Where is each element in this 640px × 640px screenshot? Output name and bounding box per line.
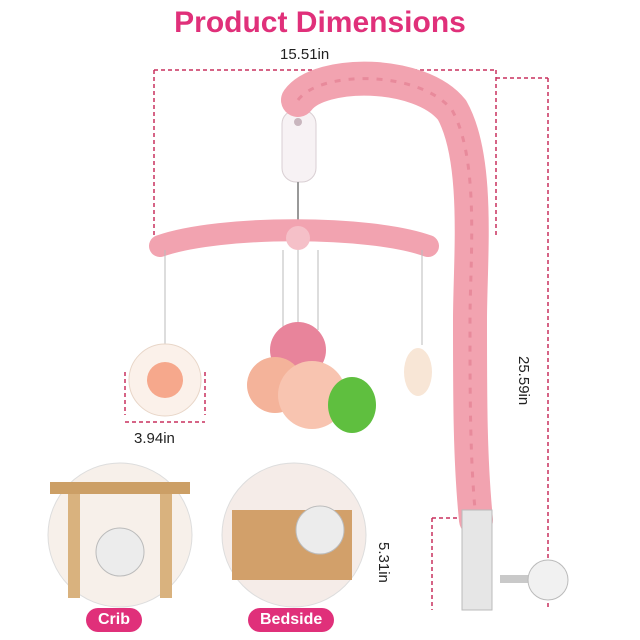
felt-flower-small bbox=[128, 343, 202, 417]
flower-dimension-label: 3.94in bbox=[134, 430, 175, 447]
bedside-inset bbox=[221, 462, 367, 608]
cross-bar bbox=[149, 219, 439, 257]
crib-badge: Crib bbox=[86, 608, 142, 632]
crib-inset bbox=[47, 462, 193, 608]
height-dimension-label: 25.59in bbox=[515, 356, 532, 406]
clamp bbox=[461, 509, 569, 611]
bedside-badge: Bedside bbox=[248, 608, 335, 632]
felt-flower-cluster bbox=[247, 322, 376, 433]
clamp-dimension-label: 5.31in bbox=[375, 542, 392, 583]
music-box bbox=[281, 109, 317, 232]
felt-flower-right bbox=[404, 348, 432, 396]
width-dimension-label: 15.51in bbox=[280, 46, 330, 63]
page-title: Product Dimensions bbox=[174, 6, 466, 39]
hanging-strings bbox=[164, 250, 423, 348]
mobile-arm bbox=[281, 61, 493, 537]
